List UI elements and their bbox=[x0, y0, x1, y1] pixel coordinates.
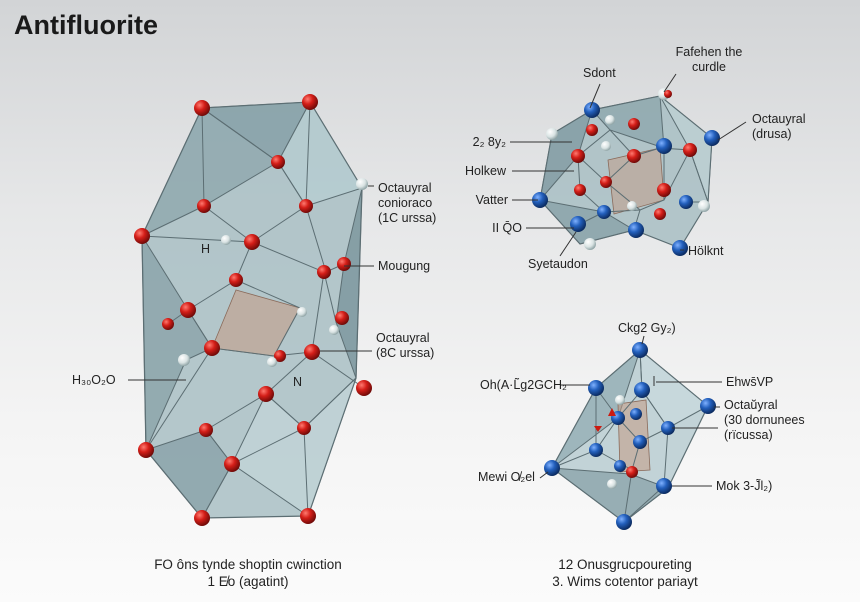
bottom-right-model bbox=[539, 335, 722, 530]
tr-model-atoms bbox=[532, 88, 720, 256]
label-octauyral-mid: Octauyral (8C urssa) bbox=[376, 331, 435, 360]
label-mewi: Mewi O̸₂el bbox=[478, 470, 535, 484]
left-leader-lines bbox=[128, 185, 374, 381]
page-title: Antifluorite bbox=[14, 10, 158, 40]
label-sdont: Sdont bbox=[583, 66, 616, 80]
label-h-inner: H bbox=[201, 242, 211, 256]
label-octauyral-br: Octaŭyral (30 dornunees (rïcussa) bbox=[724, 398, 805, 442]
label-n-inner: N bbox=[293, 375, 303, 389]
label-syetaudon: Syetaudon bbox=[528, 257, 588, 271]
br-model-atoms bbox=[544, 342, 716, 530]
label-2-8y2: 2₂ 8y₂ bbox=[472, 135, 506, 149]
label-ckg2: Ckg2 Gy₂) bbox=[618, 321, 676, 335]
left-face-lower-left bbox=[141, 234, 213, 451]
label-vatter: Vatter bbox=[475, 193, 508, 207]
top-right-model bbox=[510, 73, 747, 257]
label-h3o: H₃₀O₂O bbox=[72, 373, 116, 387]
tr-leader-lines bbox=[510, 73, 747, 257]
label-mougung: Mougung bbox=[378, 259, 431, 273]
label-ehwsvp: Ehws̄VP bbox=[726, 375, 774, 389]
label-holknt: Hölknt bbox=[688, 244, 724, 258]
label-mok: Mok 3-J̃l₂) bbox=[716, 479, 773, 493]
left-model-atoms bbox=[134, 94, 372, 526]
label-octauyral-top: Octauyral conioraco (1C urssa) bbox=[378, 181, 437, 225]
br-leader-lines bbox=[539, 335, 722, 487]
bottom-right-caption: 12 Onusgrucpoureting 3. Wims cotentor pa… bbox=[552, 557, 698, 589]
label-holkew: Holkew bbox=[465, 164, 506, 178]
label-fafehen: Fafehen the curdle bbox=[675, 45, 743, 74]
left-caption: FO ôns tynde shoptin cwinction 1 E̸o (ag… bbox=[154, 557, 342, 589]
label-octauyral-tr: Octauyral (drusa) bbox=[752, 112, 806, 141]
label-oh-alg: Oh(A·L̃g2GCH₂ bbox=[480, 378, 567, 392]
label-ii-qo: II Q̄O bbox=[492, 221, 522, 235]
left-model bbox=[128, 94, 374, 526]
